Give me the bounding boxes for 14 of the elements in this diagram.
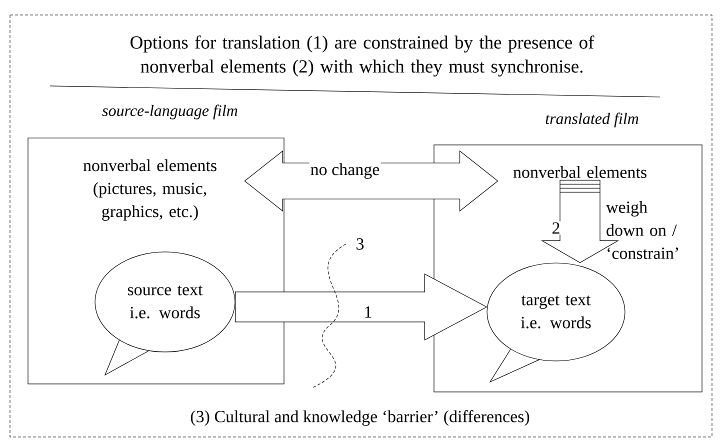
block-arrow: [235, 273, 488, 340]
caption: (3) Cultural and knowledge ‘barrier’ (differences): [190, 410, 530, 426]
annotation: weigh down on / ‘constrain’: [606, 201, 678, 259]
node-text: nonverbal elements: [513, 166, 646, 178]
barrier-number: 3: [356, 238, 364, 250]
title: Options for translation (1) are constrained by the presence of nonverbal elements (2) with which they must synchronise.: [130, 35, 594, 76]
edge-label: 2: [550, 221, 562, 235]
node-label: source-language film: [102, 104, 238, 120]
speech-bubble: source text i.e. words: [94, 252, 236, 376]
block-arrow: [540, 180, 620, 264]
node-label: translated film: [546, 112, 638, 128]
speech-bubble: target text i.e. words: [486, 262, 626, 383]
edge-label: no change: [309, 162, 381, 180]
node-text: nonverbal elements (pictures, music, graphics, etc.): [83, 159, 216, 221]
